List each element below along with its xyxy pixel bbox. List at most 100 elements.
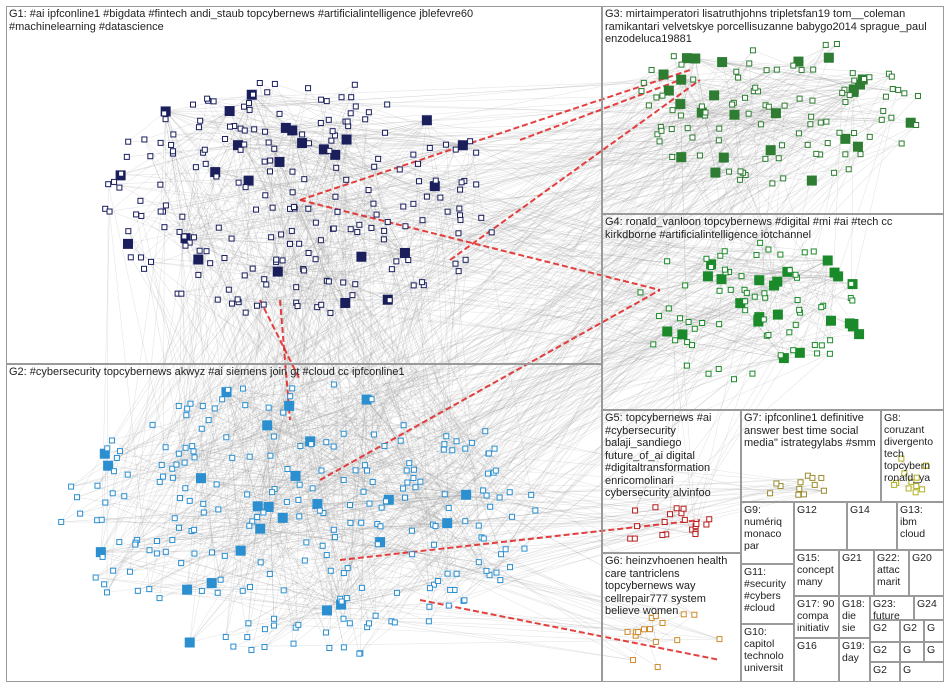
edge xyxy=(469,141,532,495)
edge xyxy=(179,123,811,233)
edge xyxy=(299,304,322,485)
node-g1 xyxy=(457,186,464,193)
edge xyxy=(160,142,525,549)
edge xyxy=(127,110,230,245)
edge xyxy=(165,214,377,552)
group-label-g29: G xyxy=(903,644,912,656)
edge xyxy=(268,309,746,408)
edge xyxy=(260,528,342,605)
edge xyxy=(330,309,746,572)
edge xyxy=(651,69,781,255)
edge xyxy=(251,89,854,651)
node-g4 xyxy=(794,297,801,304)
edge xyxy=(271,236,760,318)
node-g2 xyxy=(461,597,468,604)
node-g2 xyxy=(462,518,469,525)
edge xyxy=(189,481,801,643)
edge xyxy=(655,639,678,643)
edge xyxy=(259,82,689,323)
edge xyxy=(260,280,328,563)
node-g1 xyxy=(245,100,252,107)
edge xyxy=(456,573,634,661)
edge xyxy=(292,121,348,131)
node-g2 xyxy=(496,494,503,501)
edge xyxy=(464,301,746,601)
node-g1 xyxy=(334,208,341,215)
edge xyxy=(217,592,634,661)
edge xyxy=(226,391,334,447)
group-box-g28: G2 xyxy=(870,642,900,662)
node-g4 xyxy=(757,239,764,246)
edge xyxy=(162,203,374,477)
edge xyxy=(658,315,784,359)
group-box-g31: G2 xyxy=(870,662,900,682)
node-g8 xyxy=(912,489,919,496)
edge xyxy=(177,157,724,294)
node-g1 xyxy=(338,94,345,101)
edge xyxy=(429,314,779,607)
edge xyxy=(218,316,760,510)
edge xyxy=(137,508,684,541)
edge xyxy=(635,510,671,515)
node-g3 xyxy=(669,107,676,114)
edge xyxy=(174,499,389,519)
node-g2 xyxy=(412,484,419,491)
edge xyxy=(349,79,694,506)
edge xyxy=(500,344,693,555)
edge xyxy=(216,484,467,496)
edge xyxy=(848,89,855,170)
edge xyxy=(695,301,746,527)
edge xyxy=(200,478,250,526)
edge xyxy=(238,182,328,611)
edge xyxy=(245,140,719,188)
edge xyxy=(100,507,382,553)
node-g1 xyxy=(305,205,312,212)
edge xyxy=(686,58,788,272)
edge xyxy=(245,80,855,313)
node-g2 xyxy=(290,470,301,481)
edge xyxy=(720,77,870,256)
edge xyxy=(721,278,853,285)
edge xyxy=(745,174,778,282)
node-g2 xyxy=(323,552,330,559)
edge xyxy=(104,122,322,454)
edge xyxy=(409,462,695,615)
edge xyxy=(315,98,800,260)
node-g2 xyxy=(116,539,123,546)
edge xyxy=(128,124,761,142)
node-g1 xyxy=(432,177,439,184)
edge xyxy=(248,494,467,624)
edge xyxy=(190,57,829,404)
node-g1 xyxy=(328,137,335,144)
edge xyxy=(160,211,490,576)
edge xyxy=(104,405,290,454)
edge xyxy=(300,445,658,668)
node-g2 xyxy=(491,445,498,452)
edge xyxy=(200,441,457,479)
edge xyxy=(256,132,386,518)
edge xyxy=(454,319,759,591)
edge xyxy=(396,271,459,593)
node-g5 xyxy=(680,505,687,512)
edge xyxy=(240,479,344,551)
edge xyxy=(491,116,812,233)
edge xyxy=(150,145,239,263)
node-g1 xyxy=(344,118,351,125)
edge xyxy=(691,79,864,346)
edge xyxy=(429,606,651,630)
edge xyxy=(268,407,667,535)
edge xyxy=(191,266,712,532)
edge xyxy=(380,541,656,617)
edge xyxy=(237,171,741,300)
edge xyxy=(198,259,345,574)
group-box-g15: G15: concept many xyxy=(794,550,839,596)
edge xyxy=(734,105,766,115)
edge xyxy=(308,143,669,309)
edge xyxy=(226,392,243,591)
edge xyxy=(165,119,431,589)
node-g2 xyxy=(280,409,287,416)
node-g2 xyxy=(381,442,388,449)
edge xyxy=(465,340,676,496)
node-g1 xyxy=(365,109,372,116)
edge xyxy=(763,271,788,320)
